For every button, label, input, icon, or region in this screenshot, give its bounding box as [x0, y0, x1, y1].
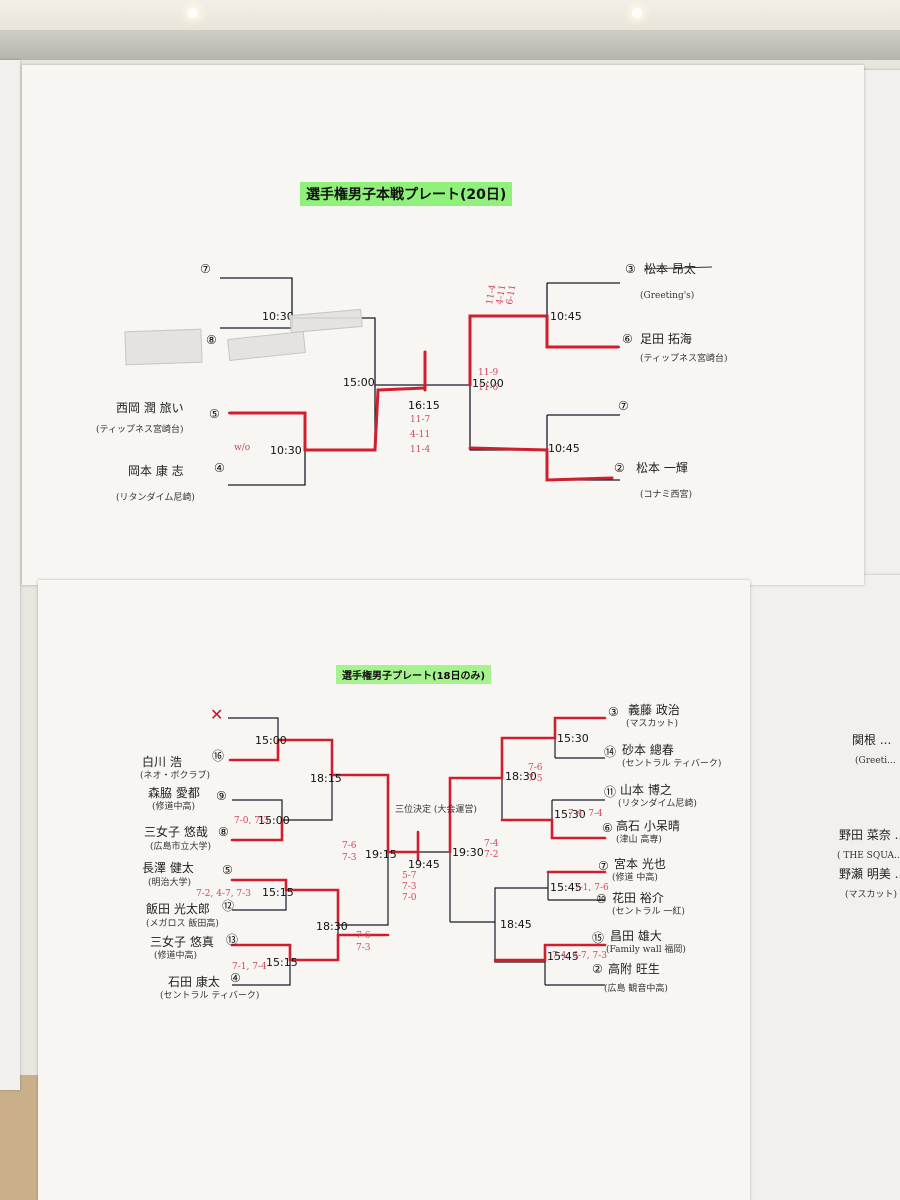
seed: ⑤ [222, 863, 233, 877]
score: 7-3 [356, 943, 371, 953]
seed: ⑯ [212, 749, 224, 763]
match-time: 19:15 [365, 848, 397, 861]
match-time: 15:00 [255, 734, 287, 747]
score: 7-4, 7-4 [568, 809, 603, 819]
player-name: 花田 裕介 [612, 890, 664, 905]
score: 7-4, 6-7, 7-3 [552, 951, 607, 961]
match-time: 18:30 [316, 920, 348, 933]
seed: ⑧ [218, 825, 229, 839]
player-name: 義藤 政治 [628, 702, 680, 717]
score: 7-3 [402, 882, 417, 892]
match-time: 15:15 [262, 886, 294, 899]
player-club: (セントラル ティバーク) [160, 990, 259, 1001]
score: 7-6 [528, 763, 543, 773]
match-time: 19:45 [408, 858, 440, 871]
seed: ⑬ [226, 933, 238, 947]
player-name: 昌田 雄大 [610, 928, 662, 943]
player-name: 高石 小呆晴 [616, 818, 680, 833]
seed: ⑮ [592, 931, 604, 945]
seed: ③ [608, 705, 619, 719]
match-time: 19:30 [452, 846, 484, 859]
player-name: 森脇 愛都 [148, 785, 200, 800]
score: 7-0, 7-3 [234, 816, 269, 826]
score: 7-5 [528, 774, 543, 784]
player-club: (Family wall 福岡) [606, 943, 686, 955]
player-club: (セントラル ティバーク) [622, 758, 721, 769]
player-name: 三女子 悠真 [150, 934, 214, 949]
match-time: 18:15 [310, 772, 342, 785]
score: 7-6 [342, 841, 357, 851]
player-club: (メガロス 飯田高) [146, 917, 219, 929]
seed: ⑭ [604, 745, 616, 759]
seed: ⑫ [222, 899, 234, 913]
score: 7-0 [402, 893, 417, 903]
player-name: 長澤 健太 [142, 860, 194, 875]
player-name: 白川 浩 [142, 754, 182, 769]
player-club: (広島市立大学) [150, 840, 211, 852]
seed: ⑨ [216, 789, 227, 803]
player-club: (リタンダイム尼崎) [618, 797, 697, 809]
score: 7-4 [484, 839, 499, 849]
player-name: 山本 博之 [620, 782, 672, 797]
match-time: 18:45 [500, 918, 532, 931]
player-club: (修道中高) [154, 949, 197, 961]
seed: ⑪ [604, 785, 616, 799]
cross-mark: ✕ [210, 705, 223, 724]
player-club: (明治大学) [148, 876, 191, 888]
player-name: 石田 康太 [168, 974, 220, 989]
player-club: (広島 観音中高) [604, 982, 668, 994]
score: 7-6 [356, 931, 371, 941]
score: 7-1, 7-4 [232, 962, 267, 972]
match-time: 15:30 [557, 732, 589, 745]
player-name: 高附 旺生 [608, 961, 660, 976]
match-time: 15:15 [266, 956, 298, 969]
score: 7-1, 7-6 [574, 883, 609, 893]
player-club: (マスカット) [626, 718, 678, 729]
seed: ⑥ [602, 821, 613, 835]
player-name: 砂本 總春 [622, 742, 674, 757]
player-name: 宮本 光也 [614, 856, 666, 871]
score: 7-2, 4-7, 7-3 [196, 889, 251, 899]
player-name: 飯田 光太郎 [146, 901, 210, 916]
seed: ② [592, 962, 603, 976]
seed: ④ [230, 971, 241, 985]
player-club: (ネオ・ボクラブ) [140, 769, 210, 781]
player-club: (修道中高) [152, 800, 195, 812]
score: 5-7 [402, 871, 417, 881]
seed: ⑦ [598, 859, 609, 873]
center-note: 三位決定 (大会運営) [395, 803, 477, 815]
player-club: (津山 高専) [616, 833, 662, 845]
player-club: (セントラル 一紅) [612, 906, 685, 917]
score: 7-2 [484, 850, 499, 860]
seed: ⑩ [596, 892, 607, 906]
score: 7-3 [342, 853, 357, 863]
player-name: 三女子 悠哉 [144, 824, 208, 839]
player-club: (修道 中高) [612, 871, 658, 883]
